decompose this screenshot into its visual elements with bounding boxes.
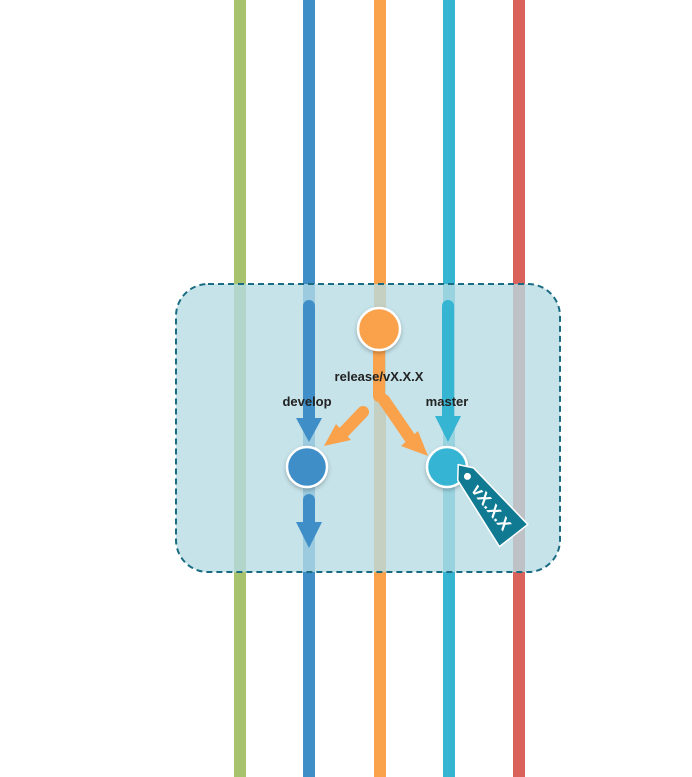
develop-branch-label: develop: [282, 394, 331, 409]
tag-icon: [456, 463, 529, 548]
master-branch-label: master: [426, 394, 469, 409]
release-commit-node: [356, 306, 402, 352]
master-incoming-arrow: [435, 300, 461, 442]
release-merge-arrows: [324, 344, 428, 456]
develop-merge-node: [285, 445, 329, 489]
release-focus-box: [175, 283, 561, 573]
develop-incoming-arrow: [296, 300, 322, 442]
develop-outgoing-arrow: [296, 494, 322, 548]
release-branch-label: release/vX.X.X: [335, 369, 424, 384]
